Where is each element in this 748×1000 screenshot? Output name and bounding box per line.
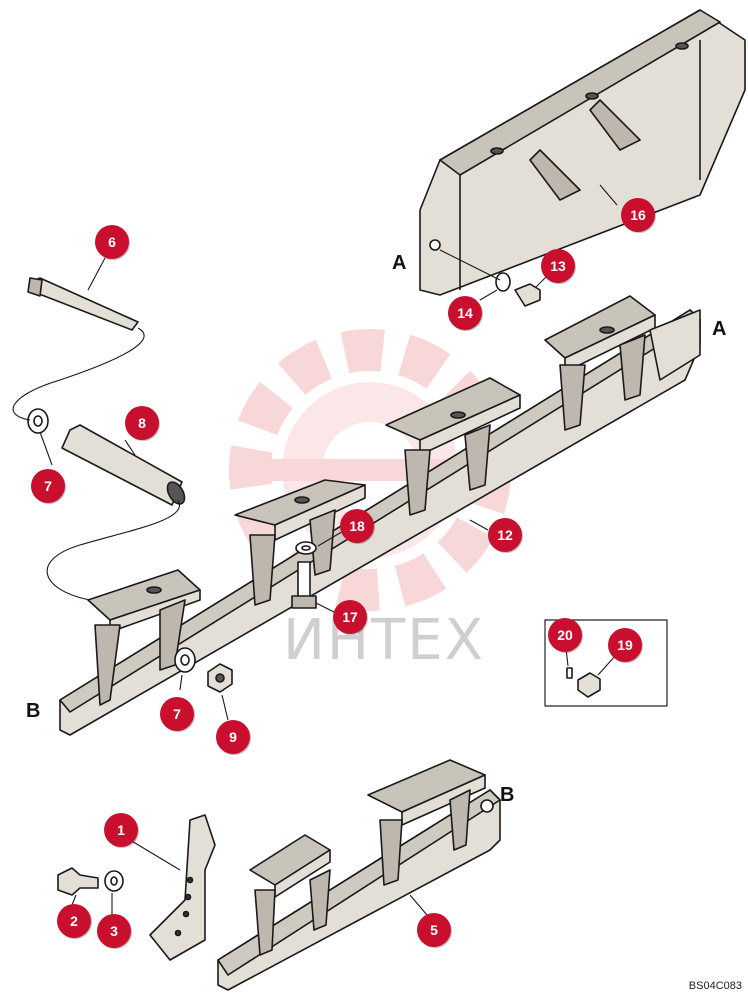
callout-14[interactable]: 14 (448, 296, 482, 330)
part-13-bolt (514, 283, 541, 307)
part-7-washer-top (27, 408, 49, 434)
callout-17[interactable]: 17 (333, 600, 367, 634)
part-17-bolt (291, 561, 317, 609)
part-6-long-bolt (27, 277, 139, 331)
callout-2[interactable]: 2 (57, 904, 91, 938)
callout-5[interactable]: 5 (417, 913, 451, 947)
part-19-square-nut (577, 672, 601, 698)
callout-16[interactable]: 16 (621, 198, 655, 232)
part-18-washer (295, 541, 317, 555)
leader-lines (12, 184, 618, 916)
watermark-text: ИНТЕХ (283, 608, 485, 673)
part-7-washer-bottom (174, 647, 196, 673)
callout-1[interactable]: 1 (104, 813, 138, 847)
callout-12[interactable]: 12 (488, 518, 522, 552)
part-16-skid (419, 9, 746, 296)
callout-18[interactable]: 18 (340, 509, 374, 543)
part-14-washer (495, 272, 511, 292)
callout-9[interactable]: 9 (216, 720, 250, 754)
callout-19[interactable]: 19 (608, 628, 642, 662)
part-1-plate (149, 814, 216, 961)
callout-7-bottom[interactable]: 7 (160, 697, 194, 731)
reference-letter-b-lower: B (500, 784, 515, 806)
drawing-code: BS04C083 (688, 980, 742, 992)
reference-letter-a-rail: A (712, 318, 727, 340)
inset-box (544, 619, 668, 707)
callout-8[interactable]: 8 (125, 406, 159, 440)
callout-3[interactable]: 3 (97, 914, 131, 948)
callout-7-top[interactable]: 7 (31, 469, 65, 503)
part-12-main-rail (59, 295, 701, 736)
part-5-bottom-rail (217, 759, 501, 991)
part-3-washer (104, 870, 124, 892)
part-8-sleeve (61, 424, 186, 506)
reference-letter-a-upper: A (392, 252, 407, 274)
reference-letter-b-rail: B (26, 700, 41, 722)
callout-13[interactable]: 13 (541, 249, 575, 283)
callout-20[interactable]: 20 (548, 618, 582, 652)
part-9-nut (207, 663, 233, 693)
part-2-bolt (57, 867, 99, 896)
callout-6[interactable]: 6 (95, 225, 129, 259)
part-20-screw (566, 667, 573, 679)
